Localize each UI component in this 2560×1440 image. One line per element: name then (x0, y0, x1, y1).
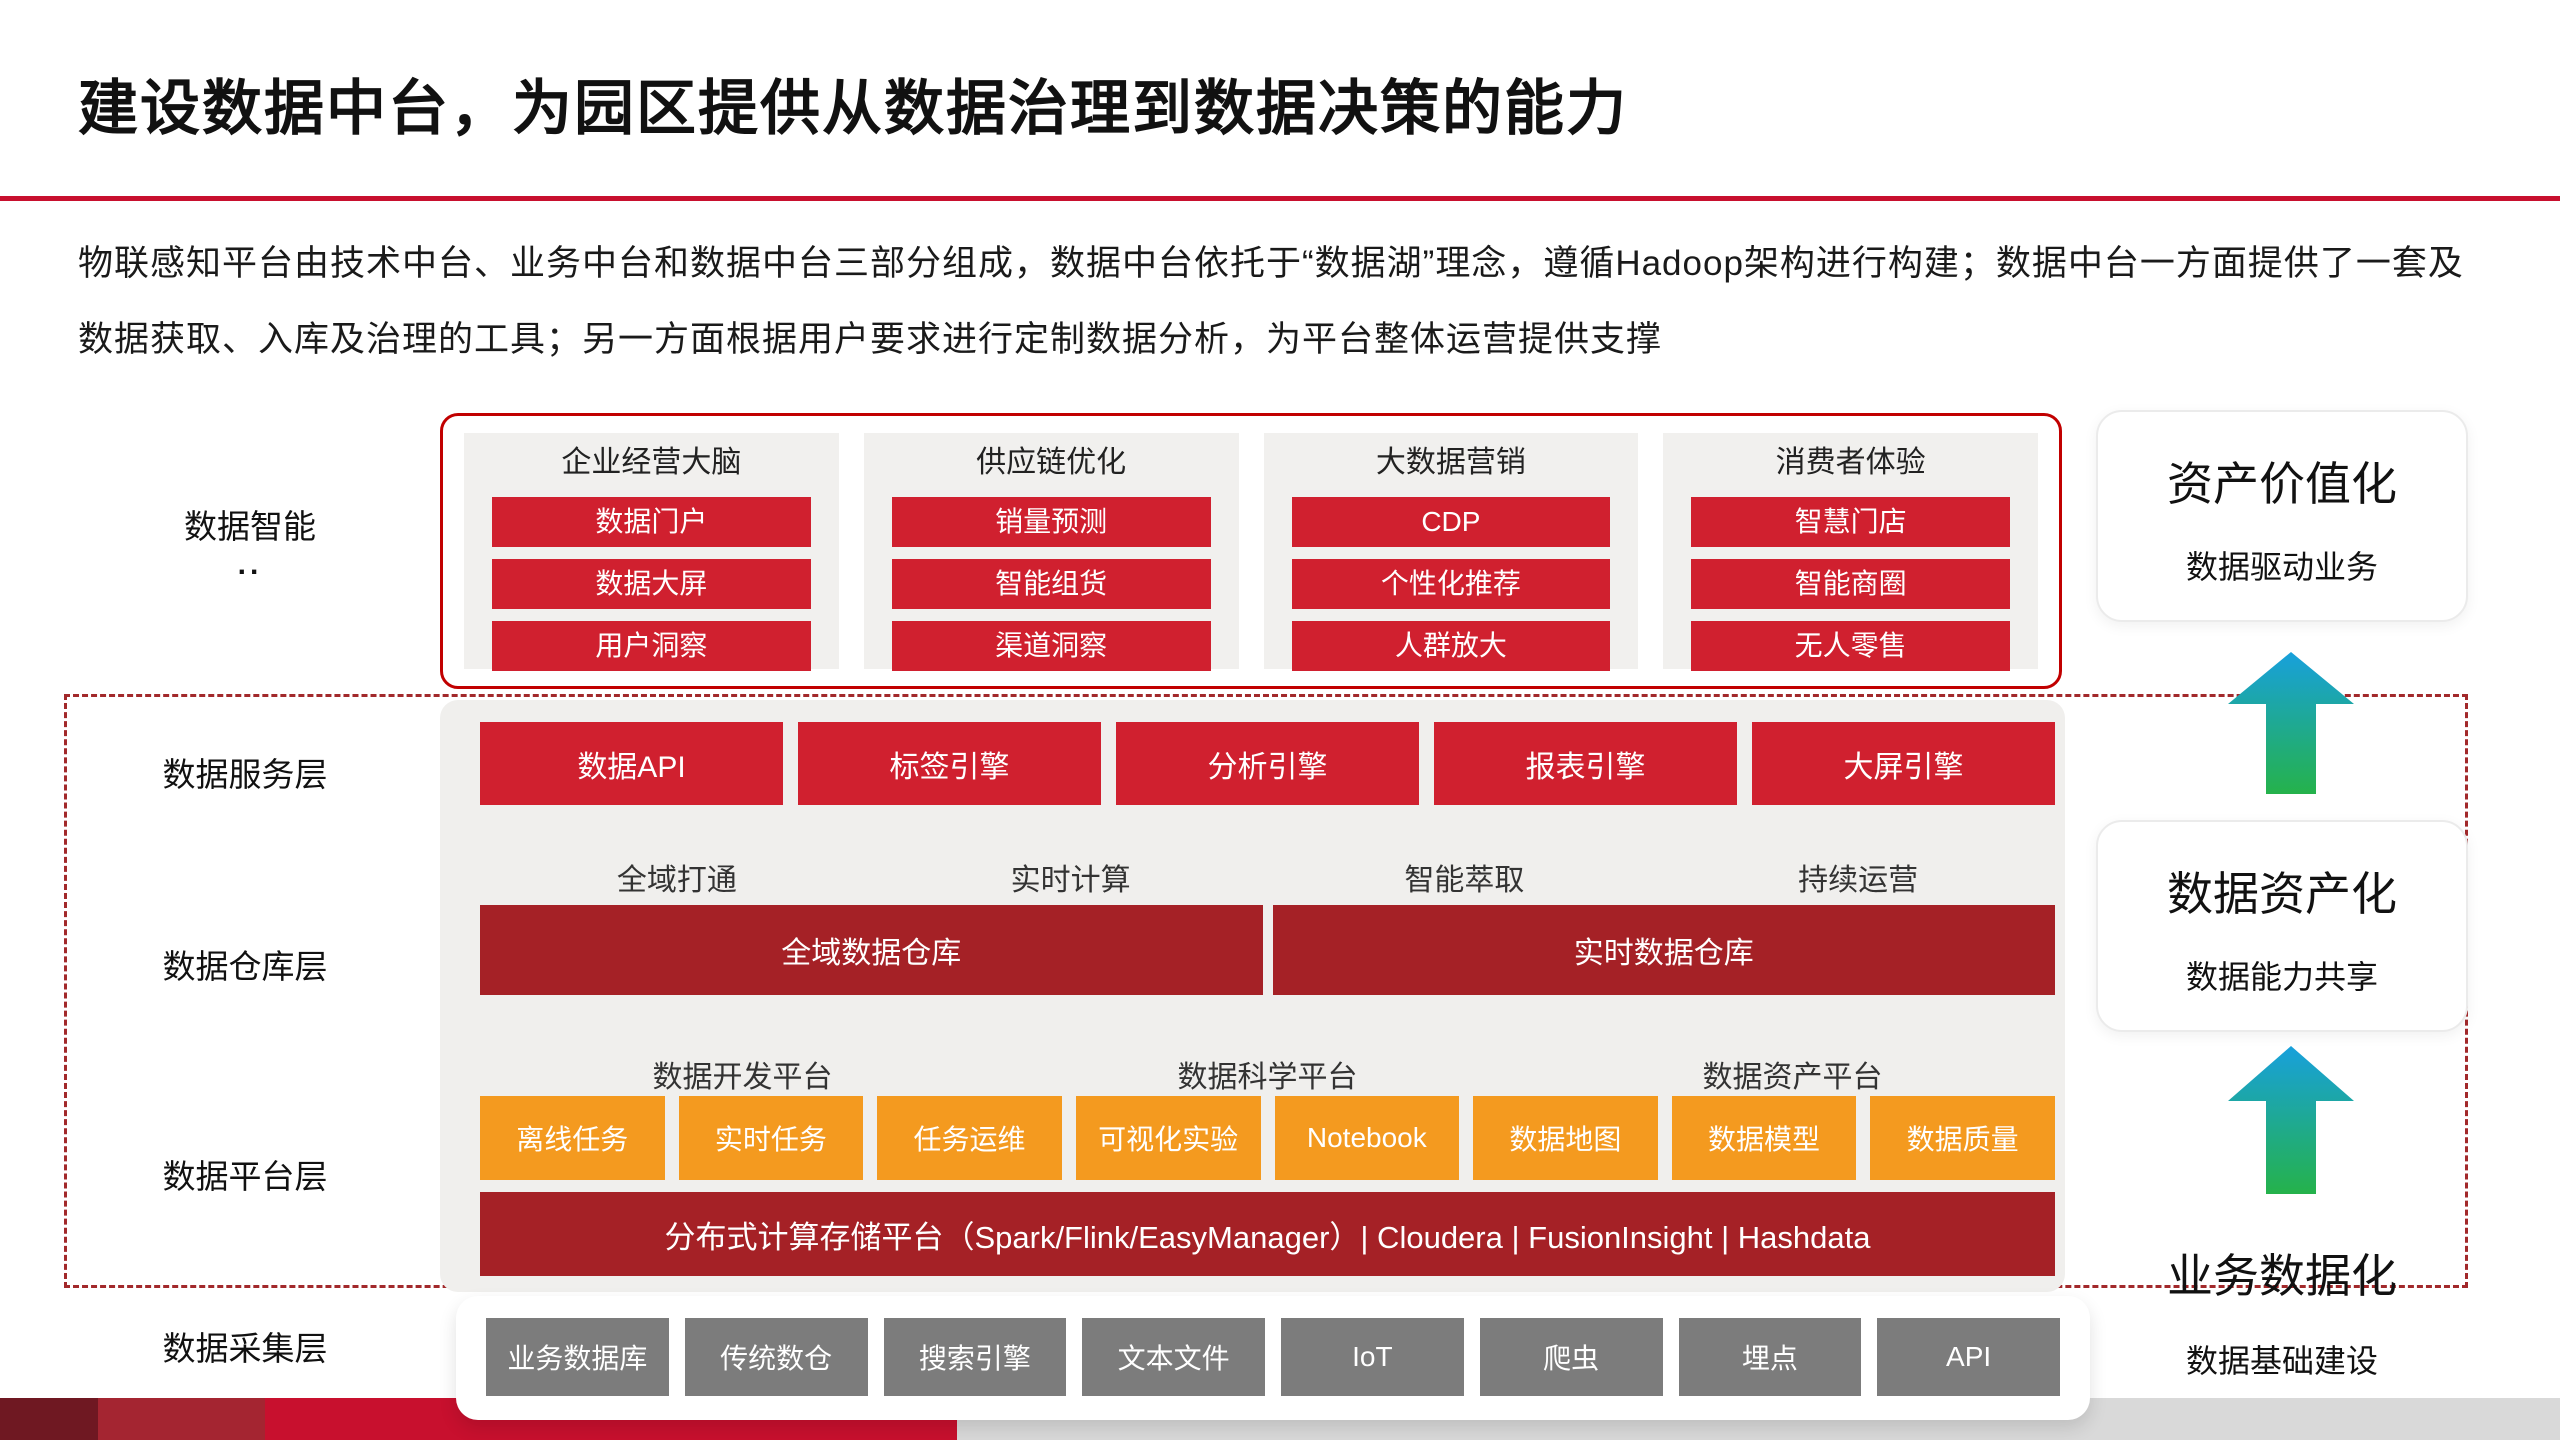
group-title: 大数据营销 (1375, 446, 1526, 479)
intelligence-item: 渠道洞察 (891, 621, 1211, 671)
page-title: 建设数据中台，为园区提供从数据治理到数据决策的能力 (78, 75, 1628, 142)
collection-panel: 业务数据库 传统数仓 搜索引擎 文本文件 IoT 爬虫 埋点 API (456, 1296, 2090, 1420)
data-source: 埋点 (1678, 1318, 1862, 1396)
layer-label-warehouse: 数据仓库层 (162, 948, 328, 985)
stage-subtitle: 数据能力共享 (2185, 959, 2378, 995)
intelligence-item: 智能商圈 (1691, 559, 2010, 609)
service-engine: 标签引擎 (798, 722, 1101, 805)
service-engine: 分析引擎 (1116, 722, 1419, 805)
up-arrow-icon (2228, 1046, 2354, 1194)
intelligence-item: 用户洞察 (492, 621, 811, 671)
warehouse-bar: 全域数据仓库 (480, 905, 1263, 995)
intelligence-item: 智能组货 (891, 559, 1211, 609)
up-arrow-icon (2228, 652, 2354, 794)
platform-tool: 可视化实验 (1075, 1096, 1261, 1180)
group-title: 企业经营大脑 (561, 446, 742, 479)
platform-tool: 数据地图 (1473, 1096, 1658, 1180)
group-title: 供应链优化 (976, 446, 1127, 479)
intelligence-item: 数据大屏 (492, 559, 811, 609)
layer-label-service: 数据服务层 (162, 756, 328, 793)
data-source: IoT (1281, 1318, 1464, 1396)
layer-label-platform: 数据平台层 (162, 1158, 328, 1195)
service-engine: 大屏引擎 (1752, 722, 2055, 805)
warehouse-bar: 实时数据仓库 (1272, 905, 2055, 995)
warehouse-feature: 实时计算 (1010, 864, 1131, 897)
platform-tool-row: 离线任务 实时任务 任务运维 可视化实验 Notebook 数据地图 数据模型 … (480, 1096, 2055, 1180)
data-source: API (1877, 1318, 2060, 1396)
layer-label-intelligence: 数据智能 (184, 508, 316, 545)
data-source: 文本文件 (1082, 1318, 1265, 1396)
intelligence-ellipsis: .. (237, 548, 263, 581)
platform-tool: Notebook (1274, 1096, 1460, 1180)
middle-platform-panel: 数据API 标签引擎 分析引擎 报表引擎 大屏引擎 全域打通 实时计算 智能萃取… (440, 700, 2065, 1292)
platform-group: 数据科学平台 (1177, 1061, 1358, 1094)
title-divider (0, 196, 2560, 201)
warehouse-feature: 全域打通 (616, 864, 737, 897)
intelligence-group: 大数据营销 CDP 个性化推荐 人群放大 (1263, 433, 1639, 671)
platform-tool: 数据模型 (1671, 1096, 1857, 1180)
data-source: 业务数据库 (486, 1318, 669, 1396)
intelligence-item: 智慧门店 (1691, 497, 2010, 547)
platform-tool: 离线任务 (480, 1096, 665, 1180)
stage-card-asset-value: 资产价值化 数据驱动业务 (2096, 410, 2468, 622)
bottom-strip-medium-red (98, 1398, 265, 1440)
intelligence-item: CDP (1291, 497, 1611, 547)
intelligence-item: 个性化推荐 (1291, 559, 1611, 609)
service-engine: 数据API (480, 722, 783, 805)
stage-title: 数据资产化 (2167, 868, 2397, 920)
intelligence-group: 企业经营大脑 数据门户 数据大屏 用户洞察 (464, 433, 839, 671)
data-source: 搜索引擎 (883, 1318, 1067, 1396)
data-source: 传统数仓 (684, 1318, 868, 1396)
stage-title: 资产价值化 (2167, 458, 2397, 510)
intelligence-group: 供应链优化 销量预测 智能组货 渠道洞察 (863, 433, 1239, 671)
warehouse-feature: 持续运营 (1798, 864, 1919, 897)
stage-title-business-digitization: 业务数据化 (2167, 1250, 2397, 1302)
platform-tool: 任务运维 (877, 1096, 1062, 1180)
bottom-strip-dark-red (0, 1398, 98, 1440)
intelligence-group: 消费者体验 智慧门店 智能商圈 无人零售 (1663, 433, 2038, 671)
platform-tool: 实时任务 (678, 1096, 864, 1180)
layer-label-collection: 数据采集层 (162, 1330, 328, 1367)
data-source: 爬虫 (1479, 1318, 1663, 1396)
stage-subtitle: 数据驱动业务 (2185, 549, 2378, 585)
warehouse-bar-row: 全域数据仓库 实时数据仓库 (480, 905, 2055, 995)
intelligence-item: 无人零售 (1691, 621, 2010, 671)
distributed-computing-bar: 分布式计算存储平台（Spark/Flink/EasyManager）| Clou… (480, 1192, 2055, 1276)
stage-subtitle-data-foundation: 数据基础建设 (2185, 1343, 2378, 1379)
platform-group-row: 数据开发平台 数据科学平台 数据资产平台 (480, 1052, 2055, 1096)
warehouse-feature-row: 全域打通 实时计算 智能萃取 持续运营 (480, 855, 2055, 899)
intelligence-item: 人群放大 (1291, 621, 1611, 671)
intro-paragraph: 物联感知平台由技术中台、业务中台和数据中台三部分组成，数据中台依托于“数据湖”理… (78, 244, 2464, 359)
service-engine: 报表引擎 (1434, 722, 1737, 805)
platform-group: 数据资产平台 (1702, 1061, 1883, 1094)
warehouse-feature: 智能萃取 (1404, 864, 1525, 897)
stage-card-data-asset: 数据资产化 数据能力共享 (2096, 820, 2468, 1032)
platform-group: 数据开发平台 (652, 1061, 833, 1094)
intelligence-item: 销量预测 (891, 497, 1211, 547)
group-title: 消费者体验 (1775, 446, 1926, 479)
service-engine-row: 数据API 标签引擎 分析引擎 报表引擎 大屏引擎 (480, 722, 2055, 805)
platform-tool: 数据质量 (1870, 1096, 2055, 1180)
intelligence-box: 企业经营大脑 数据门户 数据大屏 用户洞察 供应链优化 销量预测 智能组货 渠道… (440, 413, 2062, 689)
intelligence-item: 数据门户 (492, 497, 811, 547)
